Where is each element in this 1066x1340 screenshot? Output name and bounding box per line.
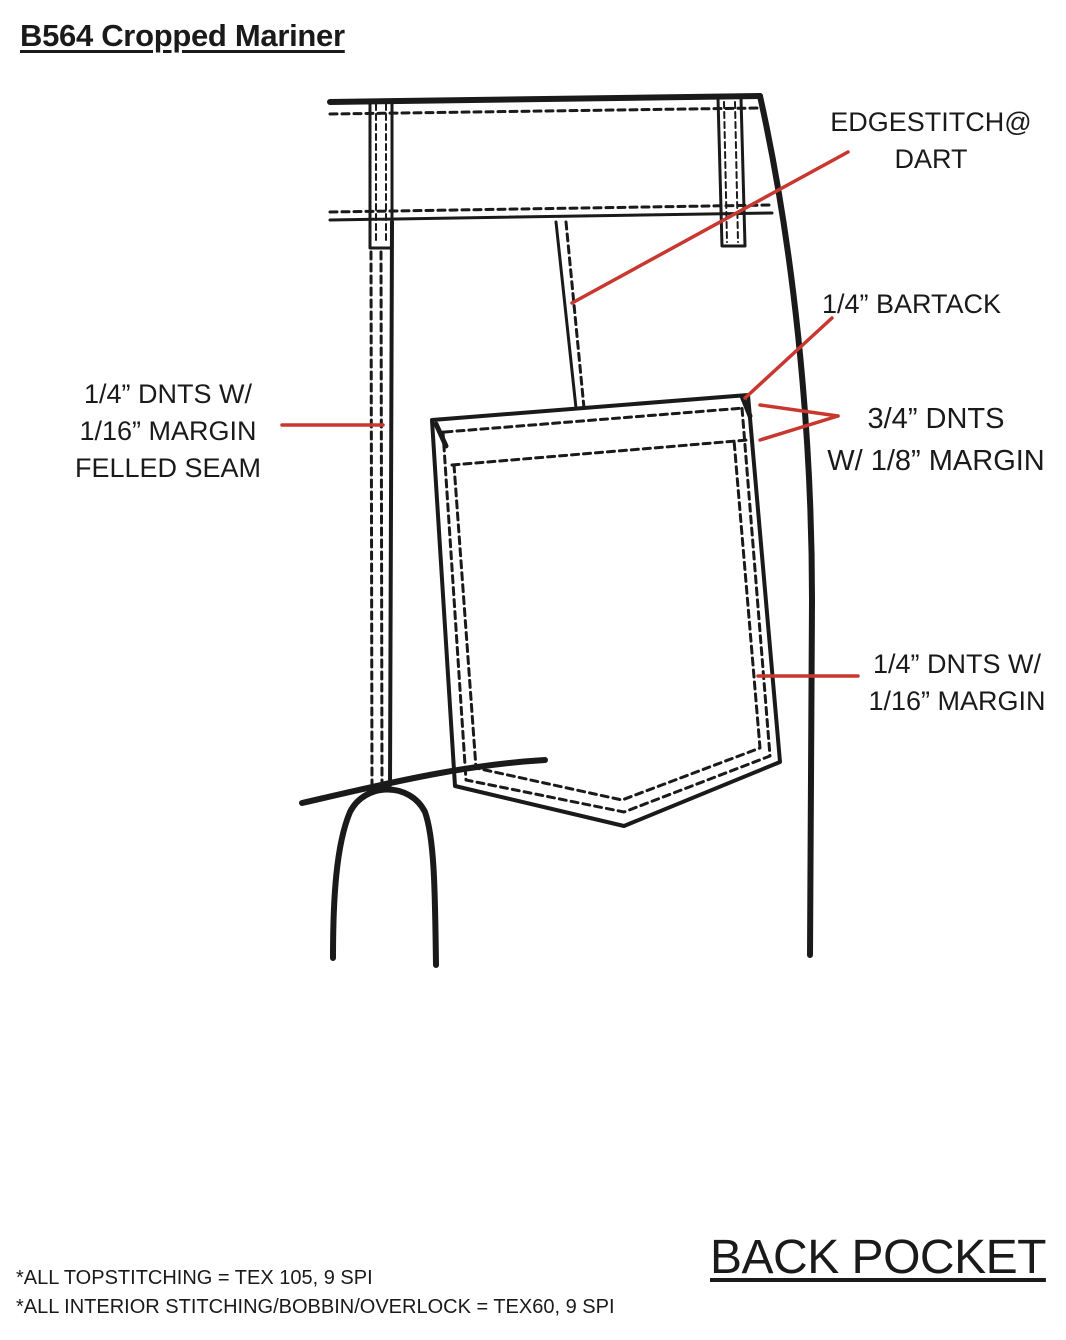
pocket-bartack-left [433,421,449,449]
waistband-bottom-edge [328,211,774,222]
belt-loop-right [716,96,747,248]
dart-seam [554,220,578,410]
waistband-bottom-stitch-1 [328,203,774,214]
diagram-title: B564 Cropped Mariner [20,18,345,53]
callout-felled-seam: 1/4” DNTS W/ 1/16” MARGIN FELLED SEAM [74,379,262,483]
callout-line-bartack [743,316,834,400]
belt-loop-right-stitch [723,101,739,243]
waistband-top-stitch [328,106,762,116]
belt-loop-left [368,98,394,250]
side-seam-outline [757,93,815,958]
center-back-stitch-2 [379,250,384,792]
stitching-notes: *ALL TOPSTITCHING = TEX 105, 9 SPI *ALL … [16,1264,615,1322]
section-title: BACK POCKET [710,1231,1046,1284]
callout-bartack: 1/4” BARTACK [822,289,1002,319]
pocket-side-stitch-outer [441,406,772,814]
dart-stitch [564,220,586,410]
callout-edgestitch: EDGESTITCH@ DART [830,107,1032,174]
pocket-outline [430,393,782,828]
belt-loop-left-stitch [375,103,387,245]
pocket-top-stitch-2 [450,438,750,467]
waistband-top-edge [327,93,763,105]
note-topstitching: *ALL TOPSTITCHING = TEX 105, 9 SPI [16,1267,373,1289]
pocket-bartack-right [739,393,753,419]
inseam-curve [330,786,439,968]
hem-line [299,757,548,806]
center-back-seam [388,220,394,787]
center-back-stitch-1 [369,250,374,792]
callout-line-pocket-top-a [758,403,840,418]
callout-line-edgestitch [570,150,850,305]
callout-pocket-side: 1/4” DNTS W/ 1/16” MARGIN [868,649,1046,716]
pocket-top-stitch-1 [443,406,746,434]
callout-pocket-top: 3/4” DNTS W/ 1/8” MARGIN [827,403,1045,477]
callout-line-pocket-top-b [758,414,840,442]
pocket-side-stitch-inner [452,438,762,802]
note-interior-stitching: *ALL INTERIOR STITCHING/BOBBIN/OVERLOCK … [16,1296,615,1318]
